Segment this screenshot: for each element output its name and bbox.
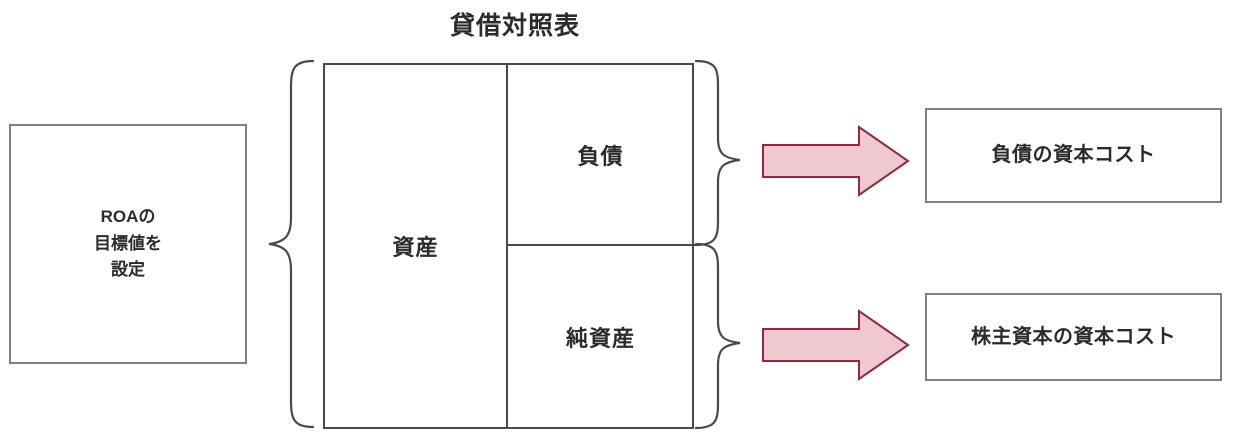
table-cell-liabilities: 負債 <box>508 65 693 244</box>
net-assets-label: 純資産 <box>565 325 635 351</box>
equity-capital-cost-box: 株主資本の資本コスト <box>925 293 1222 381</box>
right-arrow-debt-icon <box>762 125 910 197</box>
debt-capital-cost-box: 負債の資本コスト <box>925 108 1222 203</box>
table-vertical-divider <box>506 65 508 427</box>
table-cell-assets: 資産 <box>325 65 506 427</box>
table-cell-net-assets: 純資産 <box>508 246 693 427</box>
table-horizontal-divider <box>506 244 696 246</box>
debt-capital-cost-label: 負債の資本コスト <box>991 144 1156 166</box>
equity-capital-cost-label: 株主資本の資本コスト <box>971 325 1176 348</box>
left-curly-brace-icon <box>268 59 315 429</box>
liabilities-label: 負債 <box>577 143 624 169</box>
right-curly-brace-bottom-icon <box>694 242 741 430</box>
roa-target-box: ROAの 目標値を 設定 <box>9 124 247 364</box>
right-curly-brace-top-icon <box>694 59 741 247</box>
right-arrow-equity-icon <box>762 309 910 381</box>
balance-sheet-table: 資産 負債 純資産 <box>323 63 696 429</box>
roa-target-label: ROAの 目標値を 設定 <box>94 207 162 280</box>
page-title: 貸借対照表 <box>449 12 580 40</box>
assets-label: 資産 <box>392 235 439 260</box>
